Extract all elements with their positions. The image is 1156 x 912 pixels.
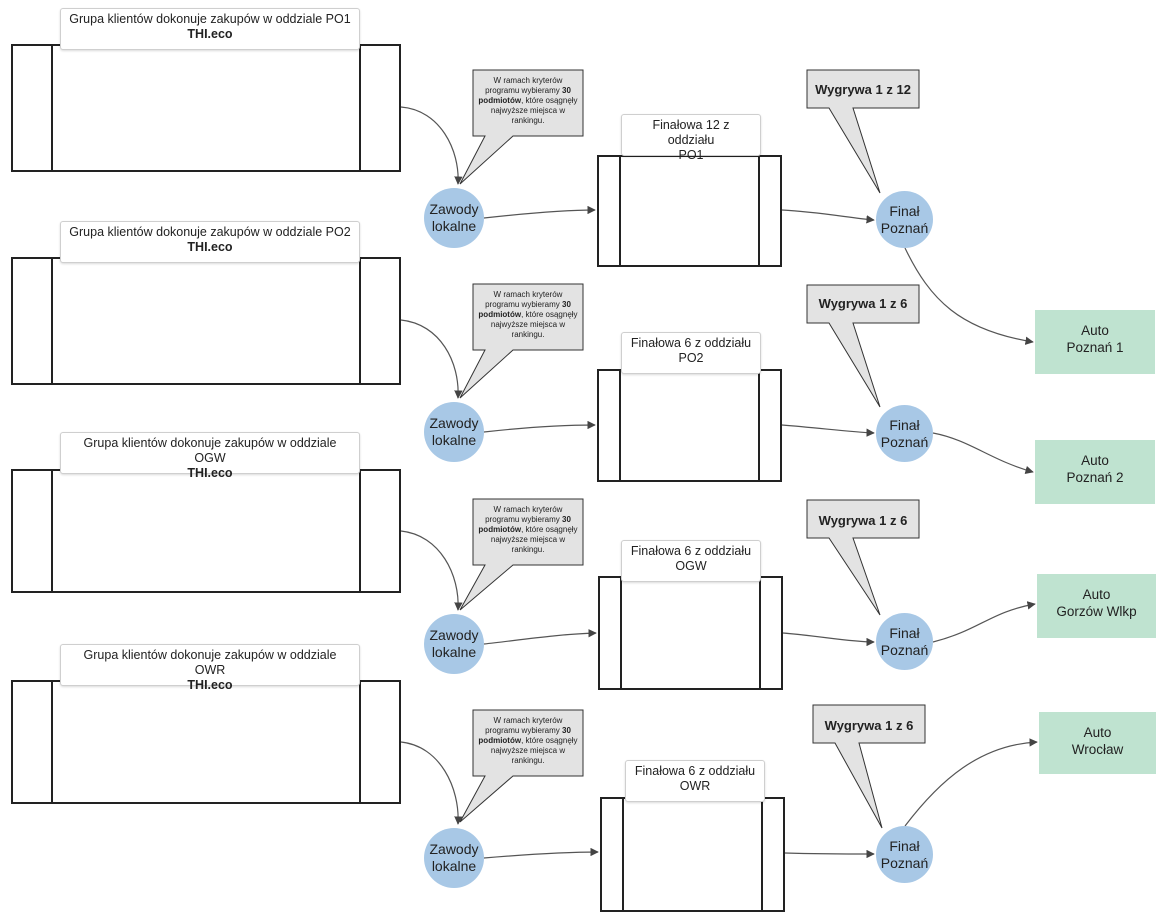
flow-arrow [483, 629, 597, 645]
group-title: Grupa klientów dokonuje zakupów w oddzia… [83, 648, 337, 677]
flow-arrow [400, 319, 463, 399]
win-label-po2: Wygrywa 1 z 6 [818, 296, 908, 311]
win-callout [806, 69, 920, 194]
selection-callout [459, 283, 584, 399]
win-callout [812, 704, 926, 829]
final-panel-owr [600, 797, 785, 912]
selection-callout [459, 69, 584, 185]
win-callout [806, 499, 920, 616]
customer-group-panel-po1 [11, 44, 401, 172]
group-title: Grupa klientów dokonuje zakupów w oddzia… [69, 225, 351, 239]
flow-arrow [483, 420, 596, 433]
flow-arrow [400, 530, 463, 611]
flow-arrow [400, 106, 463, 185]
group-title: Grupa klientów dokonuje zakupów w oddzia… [69, 12, 351, 26]
flow-arrow [782, 632, 875, 647]
selection-bubble-ogw: W ramach kryterów programu wybieramy 30 … [478, 505, 578, 554]
win-label-ogw: Wygrywa 1 z 6 [818, 513, 908, 528]
group-label-po2: Grupa klientów dokonuje zakupów w oddzia… [60, 221, 360, 263]
flow-arrow [781, 209, 875, 224]
win-label-po1: Wygrywa 1 z 12 [815, 82, 911, 97]
brand-name: THI.eco [187, 678, 233, 692]
selection-callout [459, 709, 584, 823]
group-label-ogw: Grupa klientów dokonuje zakupów w oddzia… [60, 432, 360, 480]
customer-group-panel-owr [11, 680, 401, 804]
flow-arrow [483, 205, 596, 219]
flow-arrow [932, 432, 1034, 475]
win-label-owr: Wygrywa 1 z 6 [824, 718, 914, 733]
customer-group-panel-ogw [11, 469, 401, 593]
group-label-owr: Grupa klientów dokonuje zakupów w oddzia… [60, 644, 360, 692]
final-panel-po1 [597, 155, 782, 267]
group-title: Grupa klientów dokonuje zakupów w oddzia… [83, 436, 337, 465]
flow-arrow [932, 601, 1036, 643]
final-panel-ogw [598, 576, 783, 690]
group-label-po1: Grupa klientów dokonuje zakupów w oddzia… [60, 8, 360, 50]
flow-arrow [784, 849, 875, 859]
flow-arrow [400, 741, 463, 825]
flow-arrow [904, 738, 1038, 827]
brand-name: THI.eco [187, 27, 233, 41]
win-callout [806, 284, 920, 408]
customer-group-panel-po2 [11, 257, 401, 385]
flow-arrow [904, 247, 1034, 345]
brand-name: THI.eco [187, 240, 233, 254]
flow-arrow [483, 847, 599, 859]
selection-bubble-owr: W ramach kryterów programu wybieramy 30 … [478, 716, 578, 765]
brand-name: THI.eco [187, 466, 233, 480]
selection-bubble-po2: W ramach kryterów programu wybieramy 30 … [478, 290, 578, 339]
final-panel-po2 [597, 369, 782, 482]
selection-bubble-po1: W ramach kryterów programu wybieramy 30 … [478, 76, 578, 125]
flow-arrow [781, 424, 875, 437]
selection-callout [459, 498, 584, 611]
